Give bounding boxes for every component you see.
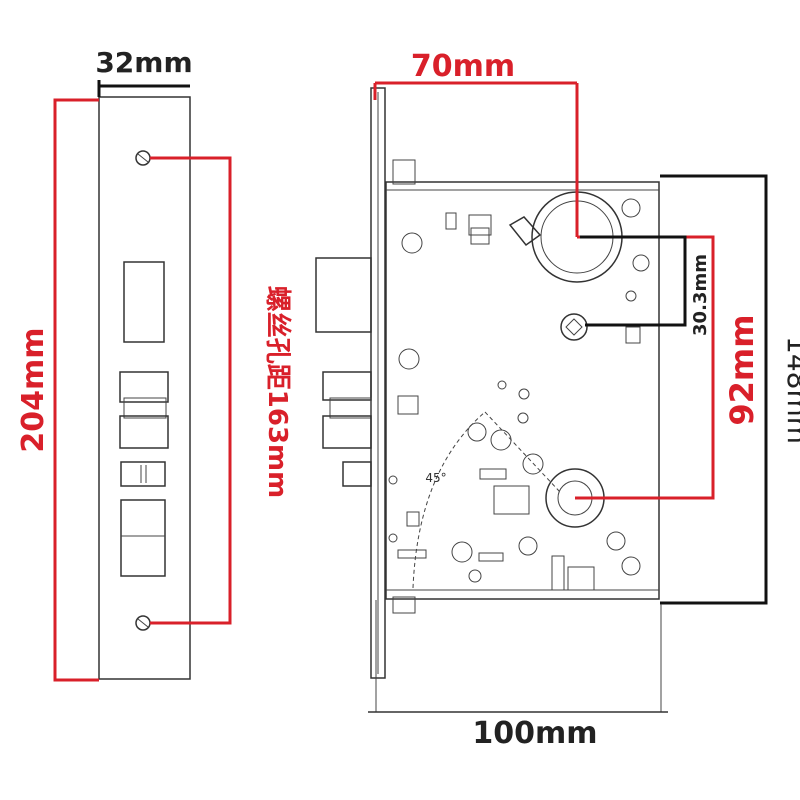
angle-label: 45°: [425, 471, 446, 485]
indicator-hole: [560, 313, 588, 341]
case-body: [385, 181, 660, 600]
latch-slot-2: [119, 415, 169, 449]
case-width-label: 100mm: [472, 716, 597, 751]
faceplate-height-label: 204mm: [16, 327, 51, 452]
deadbolt-slot: [123, 261, 165, 343]
faceplate-outline: [98, 96, 191, 680]
lock-case-drawing: 45°: [315, 87, 660, 679]
case-height-label: 148mm: [781, 336, 800, 444]
trigger-bolt: [342, 461, 372, 487]
bottom-slot: [120, 499, 166, 577]
deadbolt: [315, 257, 372, 333]
trigger-slot: [120, 461, 166, 487]
faceplate-drawing: [98, 96, 191, 680]
hub-to-cylinder-label: 92mm: [723, 314, 761, 425]
latch-bolt-upper: [322, 371, 372, 401]
backset-label: 70mm: [411, 49, 515, 84]
faceplate-width-label: 32mm: [95, 46, 192, 79]
lock-case-dimensions: 70mm 92mm 30.3mm 148mm 100mm: [368, 49, 800, 751]
latch-slot-1: [119, 371, 169, 403]
faceplate-dimensions: 32mm 204mm 螺丝孔距163mm: [16, 46, 292, 682]
screw-distance-label: 螺丝孔距163mm: [262, 286, 292, 498]
latch-bolt-lower: [322, 415, 372, 449]
hub-to-indicator-label: 30.3mm: [690, 254, 711, 336]
